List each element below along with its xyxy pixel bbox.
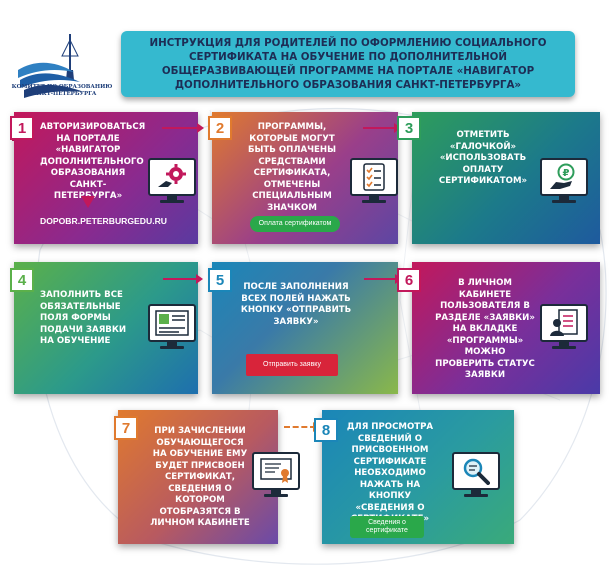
step-2-monitor xyxy=(350,158,398,204)
gear-hand-icon xyxy=(158,164,186,187)
step-8-monitor xyxy=(452,452,500,498)
certificate-icon xyxy=(260,458,292,483)
committee-logo xyxy=(18,34,84,98)
user-document-icon xyxy=(550,309,578,336)
step-3-text: ОТМЕТИТЬ «ГАЛОЧКОЙ» «ИСПОЛЬЗОВАТЬ ОПЛАТУ… xyxy=(438,130,528,186)
arrow-7-to-8 xyxy=(284,422,320,432)
step-4-badge: 4 xyxy=(10,268,34,292)
step-8-badge: 8 xyxy=(314,418,338,442)
step-5-text: ПОСЛЕ ЗАПОЛНЕНИЯ ВСЕХ ПОЛЕЙ НАЖАТЬ КНОПК… xyxy=(240,282,352,327)
page-title: ИНСТРУКЦИЯ ДЛЯ РОДИТЕЛЕЙ ПО ОФОРМЛЕНИЮ С… xyxy=(121,31,575,97)
step-6-text: В ЛИЧНОМ КАБИНЕТЕ ПОЛЬЗОВАТЕЛЯ В РАЗДЕЛЕ… xyxy=(435,278,535,380)
step-4-monitor xyxy=(148,304,196,350)
step-3-badge: 3 xyxy=(397,116,421,140)
step-1-text: АВТОРИЗИРОВАТЬСЯ НА ПОРТАЛЕ «НАВИГАТОР Д… xyxy=(40,122,146,201)
ruble-hand-icon: ₽ xyxy=(550,163,575,189)
step-3-monitor: ₽ xyxy=(540,158,588,204)
form-icon xyxy=(155,310,189,336)
step-6-badge: 6 xyxy=(397,268,421,292)
step-7-monitor xyxy=(252,452,300,498)
step-7-card xyxy=(118,410,278,544)
certificate-details-button[interactable]: Сведения о сертификате xyxy=(350,516,424,538)
send-application-button[interactable]: Отправить заявку xyxy=(246,354,338,376)
arrow-4-to-5 xyxy=(163,274,203,284)
checklist-icon xyxy=(363,163,385,191)
step-1-badge: 1 xyxy=(10,116,34,140)
step-7-badge: 7 xyxy=(114,416,138,440)
arrow-2-to-3 xyxy=(363,123,401,133)
svg-text:₽: ₽ xyxy=(563,168,570,179)
step-2-text: ПРОГРАММЫ, КОТОРЫЕ МОГУТ БЫТЬ ОПЛАЧЕНЫ С… xyxy=(247,122,337,213)
arrow-1-to-2 xyxy=(162,123,204,133)
step-1-down-arrow xyxy=(81,196,95,208)
portal-url[interactable]: DOPOBR.PETERBURGEDU.RU xyxy=(40,216,168,226)
step-1-monitor xyxy=(148,158,196,204)
step-5-badge: 5 xyxy=(208,268,232,292)
step-7-text: ПРИ ЗАЧИСЛЕНИИ ОБУЧАЮЩЕГОСЯ НА ОБУЧЕНИЕ … xyxy=(150,426,250,528)
pay-with-certificate-button[interactable]: Оплата сертификатом xyxy=(250,216,340,232)
step-8-text: ДЛЯ ПРОСМОТРА СВЕДЕНИЙ О ПРИСВОЕННОМ СЕР… xyxy=(346,422,434,524)
step-2-badge: 2 xyxy=(208,116,232,140)
logo-caption: КОМИТЕТ ПО ОБРАЗОВАНИЮ САНКТ-ПЕТЕРБУРГА xyxy=(11,84,113,97)
arrow-5-to-6 xyxy=(364,274,402,284)
magnifier-icon xyxy=(463,458,490,485)
step-4-text: ЗАПОЛНИТЬ ВСЕ ОБЯЗАТЕЛЬНЫЕ ПОЛЯ ФОРМЫ ПО… xyxy=(40,290,127,346)
step-6-monitor xyxy=(540,304,588,350)
